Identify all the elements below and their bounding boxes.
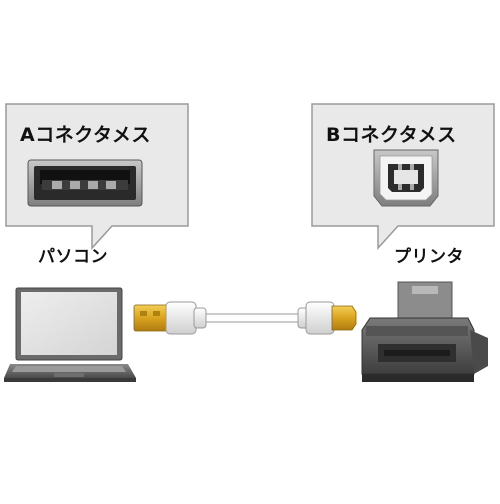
callout-b <box>311 103 495 250</box>
callout-a <box>5 103 189 250</box>
pc-label: パソコン <box>38 247 108 267</box>
usb-cable <box>203 313 301 323</box>
usb-b-port-icon <box>373 149 439 207</box>
usb-a-plug-icon <box>133 301 207 335</box>
callout-a-title: Aコネクタメス <box>20 124 151 146</box>
usb-a-port-icon <box>27 159 143 207</box>
usb-b-plug-icon <box>297 301 357 335</box>
printer-icon <box>361 281 488 382</box>
laptop-icon <box>4 287 136 382</box>
printer-label: プリンタ <box>394 247 464 267</box>
callout-b-title: Bコネクタメス <box>326 124 457 146</box>
